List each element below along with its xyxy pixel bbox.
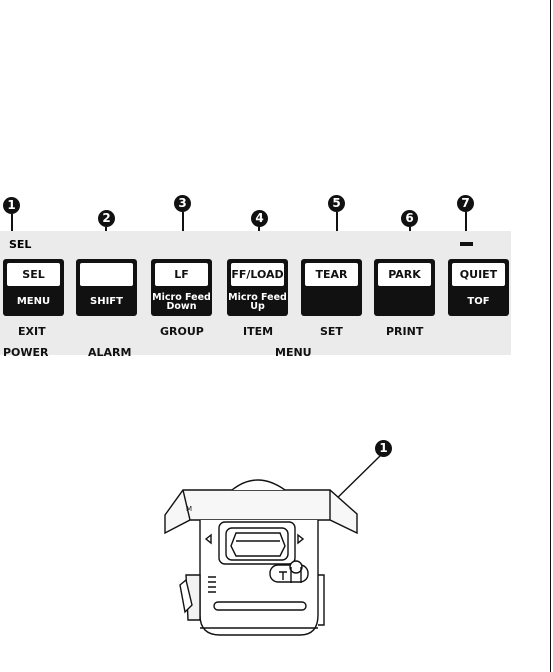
callout-5: 5 [328,195,345,212]
park-button[interactable]: PARK [374,259,435,316]
micro-feed-down-line2: Down [166,301,197,312]
lf-label: LF [155,263,208,286]
print-label: PRINT [386,325,424,338]
page-border-line [550,0,551,672]
ff-load-button[interactable]: FF/LOAD Micro Feed Up [227,259,288,316]
micro-feed-up-label: Micro Feed Up [227,288,288,316]
sel-above-label: SEL [9,238,32,251]
callout-4: 4 [251,210,268,227]
alarm-label: ALARM [88,346,132,359]
quiet-tof-button[interactable]: QUIET TOF [448,259,509,316]
micro-feed-up-line2: Up [250,301,265,312]
quiet-indicator-dash [460,242,473,246]
tear-button[interactable]: TEAR [301,259,362,316]
micro-feed-up-line1: Micro Feed [228,292,287,303]
tof-label: TOF [467,296,490,307]
tear-label: TEAR [305,263,358,286]
item-label: ITEM [243,325,274,338]
svg-text:M: M [186,505,192,513]
exit-label: EXIT [18,325,46,338]
sel-menu-button[interactable]: SEL MENU [3,259,64,316]
callout-1: 1 [3,197,20,214]
printhead-callout-1: 1 [375,440,392,457]
park-label: PARK [378,263,431,286]
ff-load-label: FF/LOAD [231,263,284,286]
shift-top-blank [80,263,133,286]
tear-bottom-blank [301,288,362,316]
callout-6: 6 [401,210,418,227]
menu-bottom-label: MENU [275,346,312,359]
shift-button[interactable]: SHIFT [76,259,137,316]
park-bottom-blank [374,288,435,316]
power-label: POWER [3,346,49,359]
set-label: SET [320,325,343,338]
micro-feed-down-line1: Micro Feed [152,292,211,303]
quiet-label: QUIET [452,263,505,286]
sel-label: SEL [7,263,60,286]
shift-label: SHIFT [90,296,123,307]
callout-3: 3 [174,195,191,212]
callout-7: 7 [457,195,474,212]
group-label: GROUP [160,325,204,338]
callout-2: 2 [98,210,115,227]
micro-feed-down-label: Micro Feed Down [151,288,212,316]
lf-button[interactable]: LF Micro Feed Down [151,259,212,316]
menu-label: MENU [16,296,51,307]
callout-7-stem [465,212,467,236]
